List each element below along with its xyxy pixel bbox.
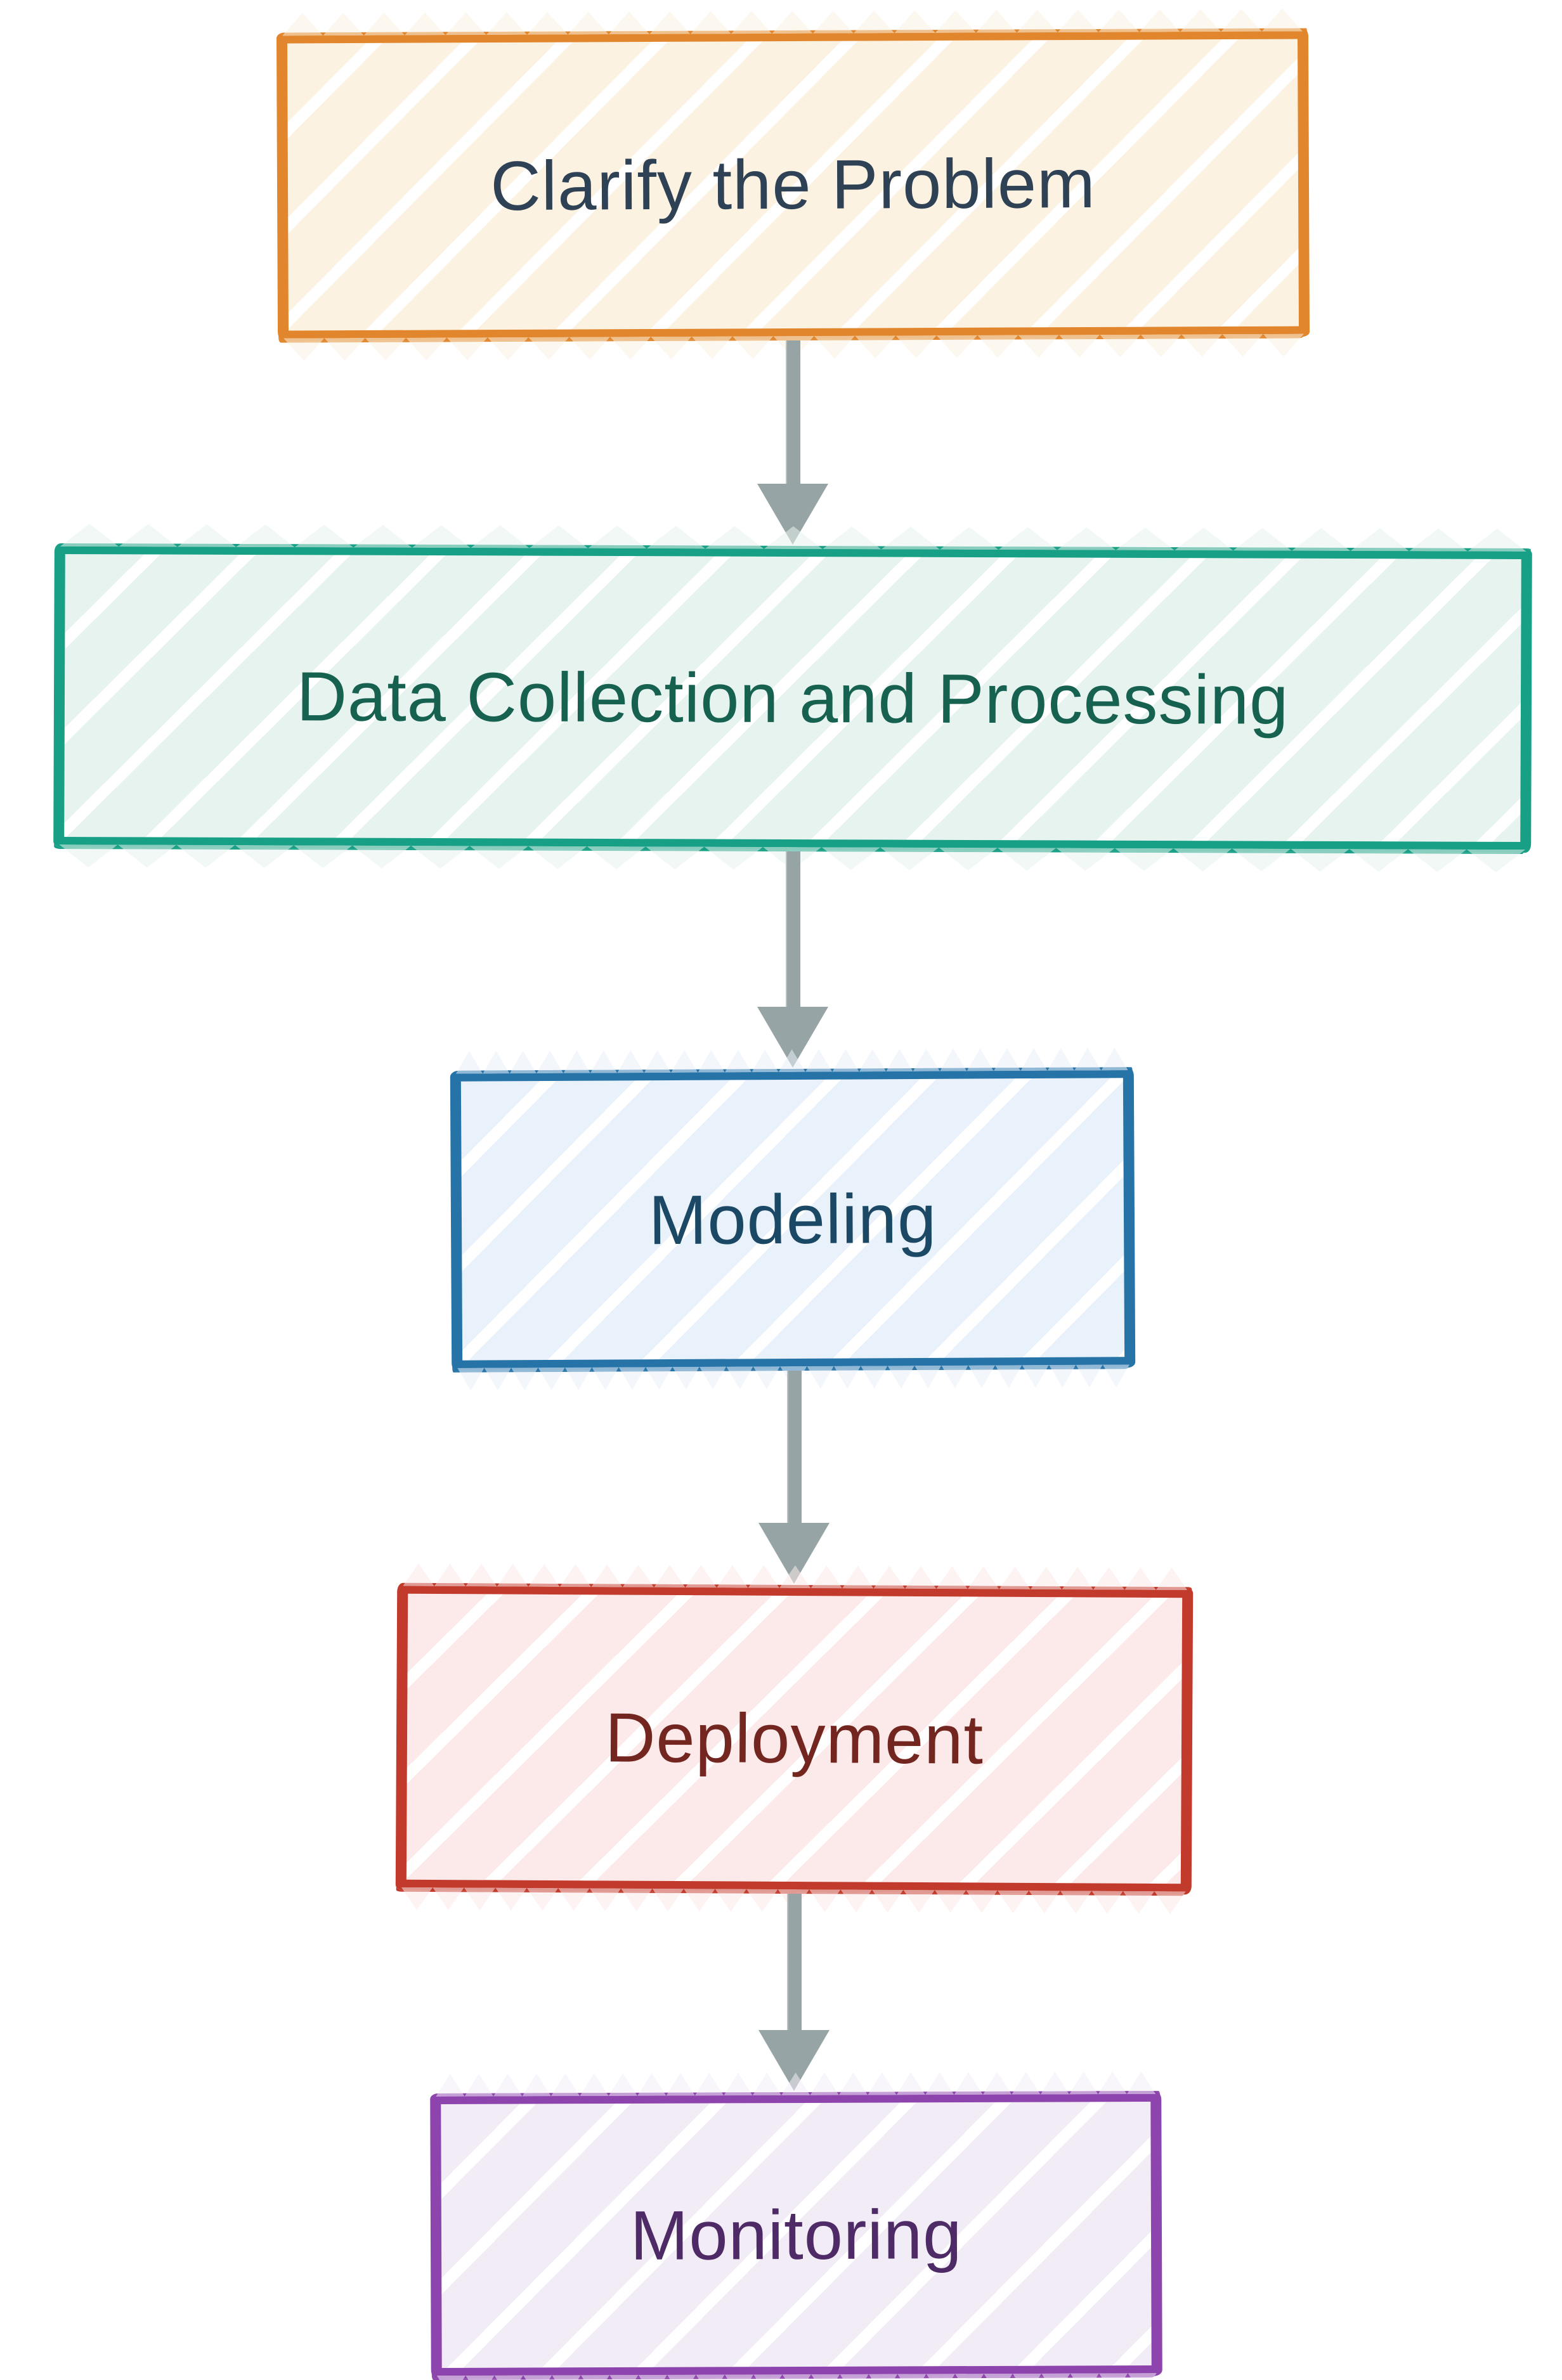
arrow-stem: [785, 851, 800, 1007]
node-data-collection-and-processing: Data Collection and Processing: [53, 543, 1532, 853]
node-label-clarify-the-problem: Clarify the Problem: [490, 144, 1096, 226]
arrow-down-2: [757, 851, 828, 1068]
arrow-stem: [786, 1894, 802, 2030]
node-label-modeling: Modeling: [648, 1179, 937, 1259]
node-label-data-collection-and-processing: Data Collection and Processing: [296, 657, 1289, 739]
node-label-deployment: Deployment: [604, 1698, 984, 1779]
node-deployment: Deployment: [395, 1583, 1194, 1895]
arrow-down-3: [758, 1371, 830, 1584]
node-modeling: Modeling: [450, 1067, 1136, 1371]
arrow-head-icon: [757, 484, 828, 545]
arrow-down-4: [758, 1894, 830, 2091]
arrow-stem: [786, 1371, 802, 1523]
arrow-stem: [785, 340, 800, 484]
arrow-head-icon: [758, 2030, 830, 2091]
node-monitoring: Monitoring: [430, 2091, 1162, 2379]
sketch-fringe: [437, 2373, 1157, 2380]
arrow-down-1: [757, 340, 828, 545]
arrow-head-icon: [757, 1007, 828, 1068]
node-clarify-the-problem: Clarify the Problem: [276, 28, 1310, 341]
arrow-head-icon: [758, 1523, 830, 1584]
sketch-fringe: [282, 8, 1303, 36]
node-label-monitoring: Monitoring: [630, 2195, 963, 2275]
